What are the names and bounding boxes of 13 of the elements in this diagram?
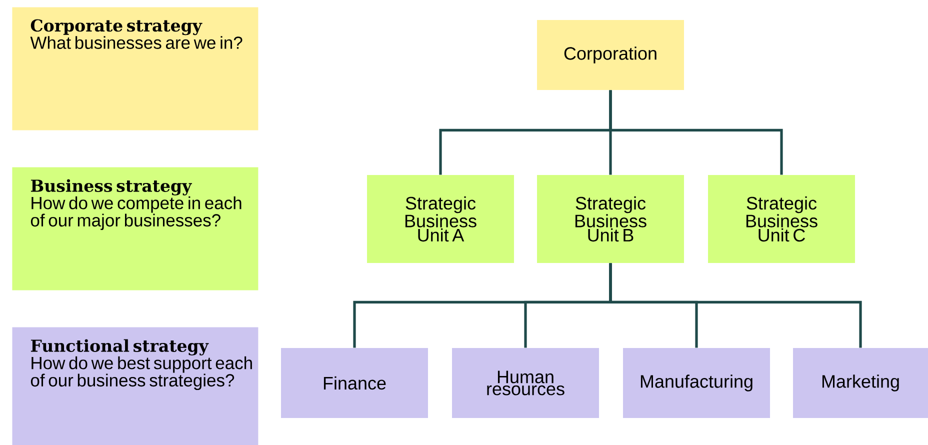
connector-line	[609, 263, 862, 348]
strategy-card: Business strategy How do we compete in each of our major businesses?	[12, 167, 258, 290]
org-box: Strategic Business Unit A	[367, 175, 514, 263]
org-box: Finance	[281, 348, 428, 418]
org-box: Corporation	[537, 20, 684, 90]
org-box: Marketing	[793, 348, 928, 418]
strategy-card: Corporate strategy What businesses are we in?	[12, 7, 258, 130]
org-box: Human resources	[452, 348, 599, 418]
org-box: Strategic Business Unit B	[537, 175, 684, 263]
org-box: Manufacturing	[623, 348, 770, 418]
connector-line	[609, 90, 783, 175]
org-box: Strategic Business Unit C	[708, 175, 855, 263]
strategy-card: Functional strategy How do we best support each of our business strategies?	[12, 327, 258, 445]
